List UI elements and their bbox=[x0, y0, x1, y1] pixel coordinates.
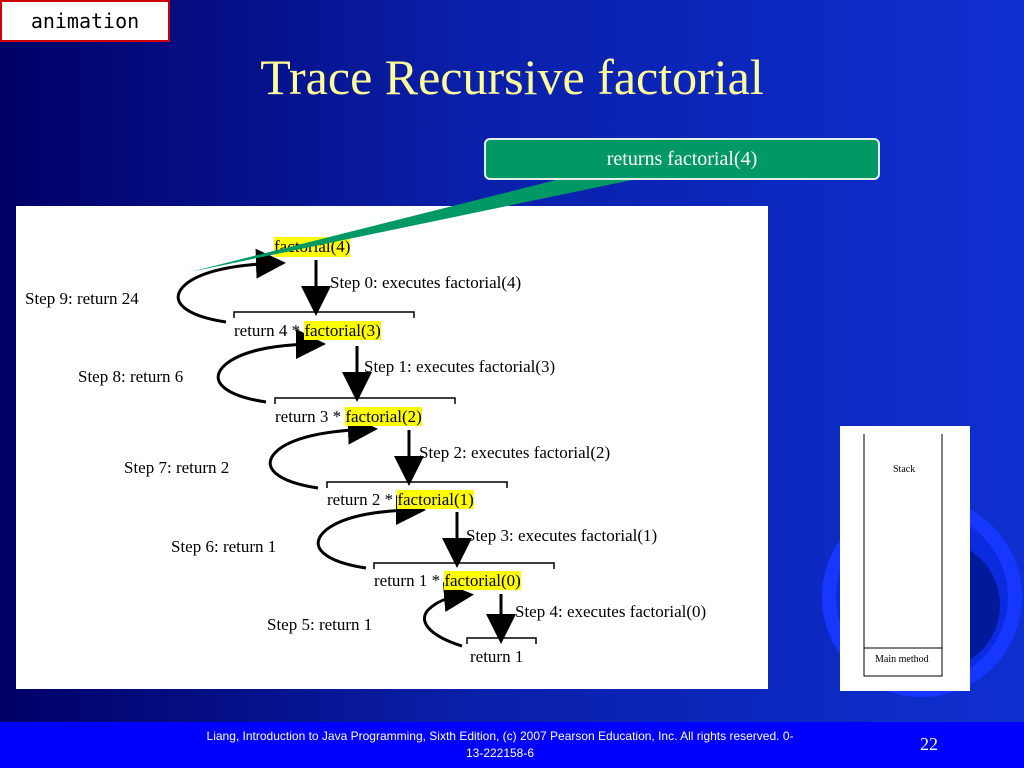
return-arrow-6 bbox=[316, 495, 426, 570]
level-4-call: factorial(0) bbox=[444, 571, 521, 590]
return-step-8: Step 8: return 6 bbox=[78, 367, 184, 386]
execute-step-0: Step 0: executes factorial(4) bbox=[330, 273, 522, 292]
page-number: 22 bbox=[920, 734, 938, 754]
diagram-lines bbox=[176, 248, 555, 648]
return-step-5: Step 5: return 1 bbox=[267, 615, 373, 634]
base-case-return: return 1 bbox=[470, 647, 524, 666]
return-arrow-8 bbox=[216, 329, 326, 404]
return-step-7: Step 7: return 2 bbox=[124, 458, 230, 477]
return-step-6: Step 6: return 1 bbox=[171, 537, 277, 556]
execute-step-3: Step 3: executes factorial(1) bbox=[466, 526, 658, 545]
level-3-expression: return 2 * factorial(1) bbox=[327, 490, 474, 510]
level-3-call: factorial(1) bbox=[397, 490, 474, 509]
level-1-prefix: return 4 * bbox=[234, 321, 305, 340]
footer-bar: Liang, Introduction to Java Programming,… bbox=[0, 722, 1024, 768]
level-4-prefix: return 1 * bbox=[374, 571, 445, 590]
stack-outline bbox=[863, 434, 943, 677]
level-1-expression: return 4 * factorial(3) bbox=[234, 321, 381, 341]
level-2-expression: return 3 * factorial(2) bbox=[275, 407, 422, 427]
callout-box: returns factorial(4) bbox=[484, 138, 880, 180]
execute-step-1: Step 1: executes factorial(3) bbox=[364, 357, 556, 376]
stack-panel: Stack Main method bbox=[840, 426, 970, 691]
level-1-call: factorial(3) bbox=[304, 321, 381, 340]
level-2-call: factorial(2) bbox=[345, 407, 422, 426]
animation-tag: animation bbox=[0, 0, 170, 42]
return-step-9: Step 9: return 24 bbox=[25, 289, 139, 308]
execute-step-4: Step 4: executes factorial(0) bbox=[515, 602, 707, 621]
slide-title: Trace Recursive factorial bbox=[260, 49, 764, 105]
recursion-diagram: factorial(4) return 4 * factorial(3) ret… bbox=[16, 206, 768, 689]
level-2-prefix: return 3 * bbox=[275, 407, 346, 426]
execute-step-2: Step 2: executes factorial(2) bbox=[419, 443, 611, 462]
return-arrow-9 bbox=[176, 248, 286, 324]
level-3-prefix: return 2 * bbox=[327, 490, 398, 509]
level-4-expression: return 1 * factorial(0) bbox=[374, 571, 521, 591]
stack-label: Stack bbox=[893, 464, 916, 475]
footer-citation: Liang, Introduction to Java Programming,… bbox=[206, 729, 794, 760]
stack-entry-main-method: Main method bbox=[875, 654, 929, 665]
return-arrow-5 bbox=[422, 582, 474, 648]
return-arrow-7 bbox=[268, 414, 378, 490]
